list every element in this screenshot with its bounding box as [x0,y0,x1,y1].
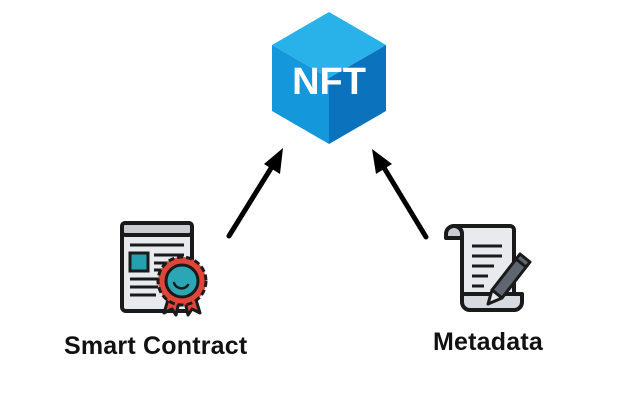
nft-cube-right-face [329,45,386,144]
nft-cube-text: NFT [292,61,366,103]
arrow-metadata-to-nft [372,149,429,240]
scroll-with-pen-icon [444,224,532,312]
arrow-smart-contract-to-nft [226,148,283,239]
seal-badge-icon [156,255,208,307]
certificate-document-icon [120,221,208,317]
nft-cube-left-face [272,45,329,144]
smart-contract-label: Smart Contract [64,332,248,360]
nft-cube-icon: NFT [272,12,386,144]
pen-icon [486,252,532,306]
metadata-label: Metadata [433,328,543,356]
